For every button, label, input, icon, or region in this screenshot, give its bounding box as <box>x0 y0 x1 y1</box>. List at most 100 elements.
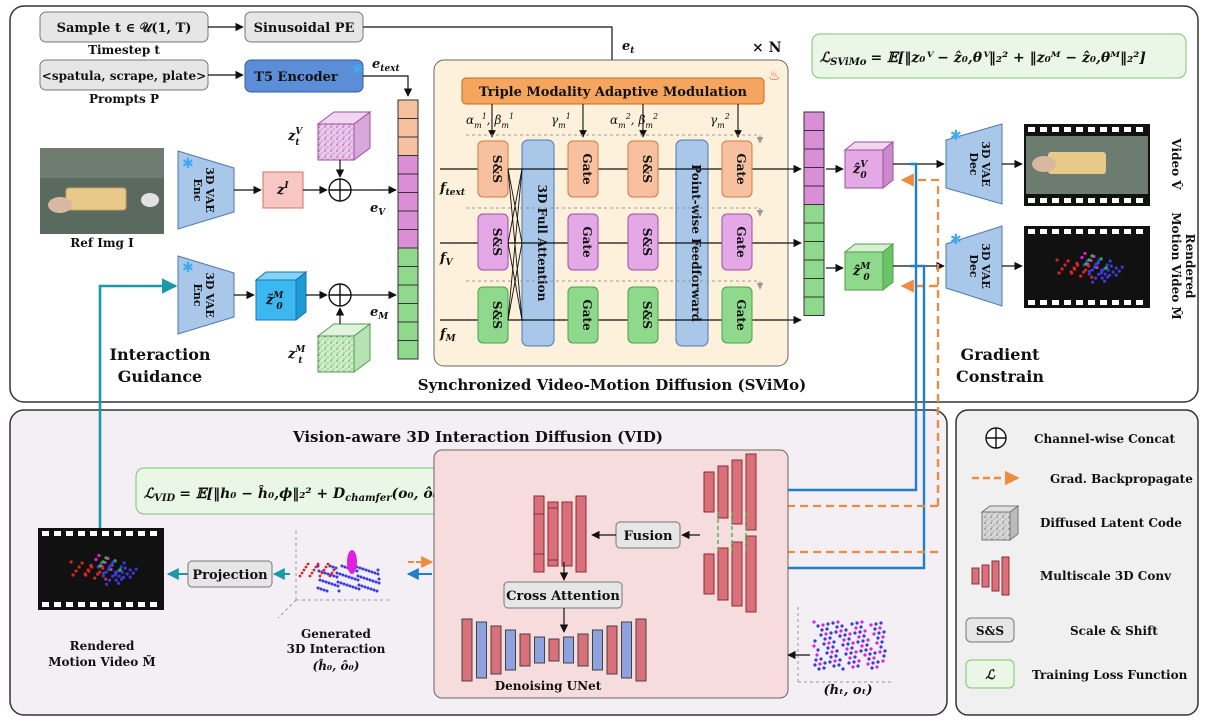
point <box>857 635 861 639</box>
point <box>823 637 827 641</box>
point <box>832 664 836 668</box>
point <box>842 638 846 642</box>
e-v-label: eV <box>370 201 386 218</box>
gate-text: Gate <box>734 299 748 331</box>
point <box>319 587 323 591</box>
film-hole <box>78 531 85 536</box>
gamma-1: γm1 <box>551 112 571 130</box>
scale-shift-text: S&S <box>490 228 504 256</box>
point <box>341 573 345 577</box>
rendered-motion-label-1: Rendered <box>1183 234 1197 299</box>
token <box>803 296 825 316</box>
scale-shift-text: S&S <box>640 155 654 183</box>
point <box>858 630 862 634</box>
point <box>96 572 100 576</box>
point <box>119 565 123 569</box>
gamma-2: γm2 <box>710 112 730 130</box>
point <box>362 576 366 580</box>
point <box>863 653 867 657</box>
film-hole <box>1064 198 1071 203</box>
f-m-label: fM <box>439 327 457 344</box>
film-hole <box>1136 127 1143 132</box>
point <box>1096 260 1100 264</box>
point <box>825 627 829 631</box>
film-hole <box>1100 300 1107 305</box>
legend-concat: Channel-wise Concat <box>1034 432 1175 446</box>
point <box>122 561 126 565</box>
noise-cube-video <box>316 111 372 161</box>
vae-dec-motion-text: 3D VAE <box>979 243 992 289</box>
point <box>107 566 111 570</box>
film-hole <box>78 602 85 607</box>
point <box>875 665 879 669</box>
vae-enc-ref-text2: Enc <box>191 178 204 201</box>
token <box>397 284 419 304</box>
rendered-label-1: Rendered <box>70 639 135 653</box>
film-hole <box>1112 127 1119 132</box>
point <box>844 652 848 656</box>
point <box>1111 270 1115 274</box>
zm-hat-cube <box>843 242 895 292</box>
vid-title: Vision-aware 3D Interaction Diffusion (V… <box>292 428 663 446</box>
token <box>803 204 825 224</box>
point <box>87 569 91 573</box>
cross-attention-box <box>503 581 623 609</box>
point <box>860 620 864 624</box>
point <box>1087 272 1091 276</box>
plate <box>1048 152 1106 174</box>
film-hole <box>1112 300 1119 305</box>
point <box>816 624 820 628</box>
legend-ss-box-text: S&S <box>976 624 1004 638</box>
point <box>1088 269 1092 273</box>
point <box>1084 262 1088 266</box>
rendered-label-2: Motion Video M̃ <box>48 654 155 669</box>
point <box>355 569 359 573</box>
point <box>812 644 816 648</box>
residual-line <box>466 134 764 144</box>
vae-decoder-video <box>945 123 1003 205</box>
film-hole <box>1052 300 1059 305</box>
point <box>839 629 843 633</box>
point <box>367 569 371 573</box>
motion-latent-to-vid <box>766 264 926 576</box>
alpha-beta-1: αm1, βm1 <box>466 112 514 130</box>
unet-layer <box>519 633 531 667</box>
point <box>1100 276 1104 280</box>
interaction-guidance-1: Interaction <box>110 345 211 364</box>
denoising-unet <box>461 618 647 682</box>
legend-loss-box-text: ℒ <box>985 668 995 683</box>
point <box>374 580 378 584</box>
film-hole <box>90 602 97 607</box>
point <box>873 627 877 631</box>
conv-layer <box>745 535 757 613</box>
point <box>848 632 852 636</box>
e-t-label: et <box>622 39 635 56</box>
point <box>1099 271 1103 275</box>
point <box>822 666 826 670</box>
point <box>1100 268 1104 272</box>
point <box>1087 258 1091 262</box>
vid-loss-text: ℒVID= 𝔼[‖h₀ − ĥ₀,ϕ‖₂² + Dchamfer(o₀, ô₀,… <box>144 484 470 504</box>
token <box>803 185 825 205</box>
point <box>69 560 73 564</box>
film-hole <box>102 531 109 536</box>
film-frame <box>1024 226 1150 308</box>
unet-layer <box>606 625 618 675</box>
film-hole <box>1040 229 1047 234</box>
generated-label-1: Generated <box>301 627 372 641</box>
point <box>882 654 886 658</box>
vae-enc-ref-text: 3D VAE <box>203 167 216 213</box>
point <box>1090 275 1094 279</box>
attention-link <box>507 242 523 321</box>
film-hole <box>1124 229 1131 234</box>
legend-latent-cube <box>980 505 1020 541</box>
point <box>90 565 94 569</box>
conv-layer <box>731 541 743 607</box>
modulation-text: Triple Modality Adaptive Modulation <box>479 85 747 100</box>
residual-line <box>466 207 764 217</box>
point <box>863 629 867 633</box>
z0m-cube <box>254 270 308 322</box>
frozen-snowflake-icon: ✱ <box>950 128 962 144</box>
